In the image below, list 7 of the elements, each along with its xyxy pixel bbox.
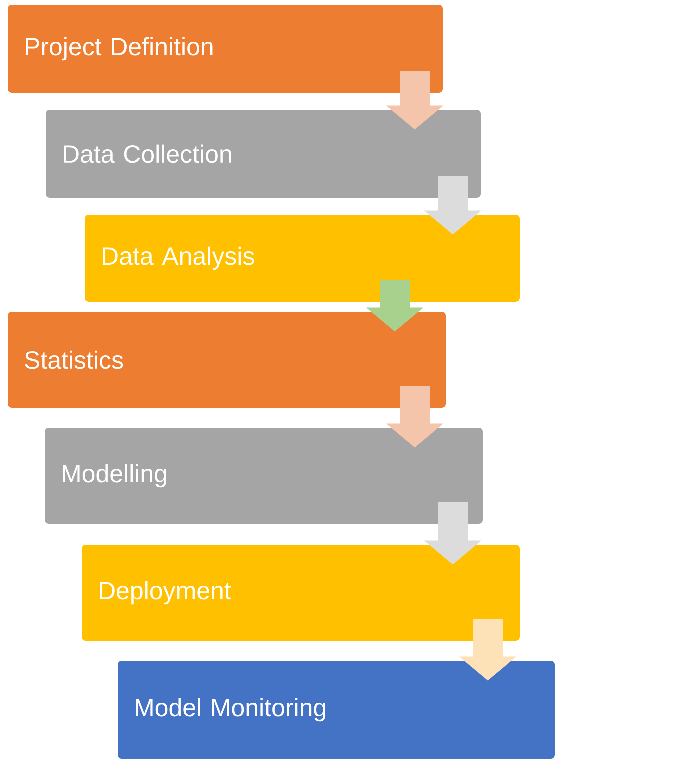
process-box: Modelling xyxy=(45,428,483,524)
process-box: Data Analysis xyxy=(85,215,520,302)
process-box: Project Definition xyxy=(8,5,443,93)
process-box: Statistics xyxy=(8,312,446,408)
process-box: Deployment xyxy=(82,545,520,641)
process-box: Data Collection xyxy=(46,110,481,198)
process-box: Model Monitoring xyxy=(118,661,555,759)
